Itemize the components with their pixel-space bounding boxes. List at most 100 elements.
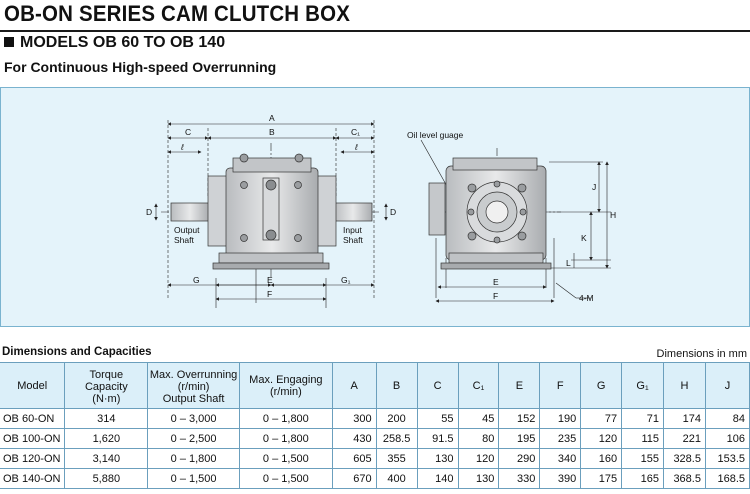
output-shaft-line1: Output xyxy=(174,225,200,235)
side-view-body xyxy=(428,157,552,270)
col-J: J xyxy=(704,362,750,409)
cell-model: OB 100-ON xyxy=(0,428,66,449)
input-shaft-line1: Input xyxy=(343,225,363,235)
cell-E: 330 xyxy=(498,468,541,489)
cell-model: OB 140-ON xyxy=(0,468,66,489)
dim-label-G: G xyxy=(193,275,200,285)
dim-label-G1: G₁ xyxy=(341,275,351,285)
cell-engaging: 0 – 1,500 xyxy=(239,468,333,489)
table-row: OB 120-ON 3,140 0 – 1,800 0 – 1,500 605 … xyxy=(0,448,750,469)
dim-label-D-left: D xyxy=(146,207,152,217)
cell-F: 340 xyxy=(539,448,582,469)
table-row: OB 140-ON 5,880 0 – 1,500 0 – 1,500 670 … xyxy=(0,468,750,489)
dim-label-F-left: F xyxy=(267,289,272,299)
cell-torque: 3,140 xyxy=(64,448,149,469)
diagram-svg: A C B C₁ ℓ ℓ D D Output Shaft Input Shaf… xyxy=(146,113,616,308)
cell-B: 400 xyxy=(375,468,418,489)
cell-model: OB 60-ON xyxy=(0,408,66,429)
cell-A: 430 xyxy=(331,428,377,449)
cell-G: 175 xyxy=(580,468,623,489)
col-C1: C₁ xyxy=(457,362,500,409)
col-G: G xyxy=(580,362,623,409)
cell-engaging: 0 – 1,800 xyxy=(239,408,333,429)
col-A: A xyxy=(331,362,377,409)
cell-G: 77 xyxy=(580,408,623,429)
dim-label-ell-right: ℓ xyxy=(354,142,358,152)
cell-E: 195 xyxy=(498,428,541,449)
dimension-diagram: A C B C₁ ℓ ℓ D D Output Shaft Input Shaf… xyxy=(0,87,750,327)
cell-C: 140 xyxy=(416,468,459,489)
cell-J: 153.5 xyxy=(704,448,750,469)
cell-H: 368.5 xyxy=(663,468,706,489)
dim-label-4M: 4-M xyxy=(579,293,594,303)
table-row: OB 100-ON 1,620 0 – 2,500 0 – 1,800 430 … xyxy=(0,428,750,449)
front-view-body xyxy=(170,153,373,270)
cell-E: 152 xyxy=(498,408,541,429)
cell-torque: 314 xyxy=(64,408,149,429)
cell-G1: 115 xyxy=(621,428,665,449)
cell-J: 106 xyxy=(704,428,750,449)
cell-G1: 155 xyxy=(621,448,665,469)
models-heading: MODELS OB 60 TO OB 140 xyxy=(4,34,225,52)
cell-G: 120 xyxy=(580,428,623,449)
col-G1: G₁ xyxy=(621,362,665,409)
cell-overrun: 0 – 2,500 xyxy=(147,428,240,449)
dim-label-F-right: F xyxy=(493,291,498,301)
cell-overrun: 0 – 1,500 xyxy=(147,468,240,489)
col-model: Model xyxy=(0,362,66,409)
page-title: OB-ON SERIES CAM CLUTCH BOX xyxy=(4,1,351,26)
title-bar: OB-ON SERIES CAM CLUTCH BOX xyxy=(0,0,750,32)
models-label: MODELS OB 60 TO OB 140 xyxy=(20,34,226,51)
cell-G1: 71 xyxy=(621,408,665,429)
dim-label-ell-left: ℓ xyxy=(180,142,184,152)
dim-label-A: A xyxy=(269,113,275,123)
oil-level-label: Oil level guage xyxy=(407,130,464,140)
col-E: E xyxy=(498,362,541,409)
cell-C: 91.5 xyxy=(416,428,459,449)
cell-B: 200 xyxy=(375,408,418,429)
dim-label-D-right: D xyxy=(390,207,396,217)
col-H: H xyxy=(663,362,706,409)
cell-C1: 120 xyxy=(457,448,500,469)
cell-F: 190 xyxy=(539,408,582,429)
dim-label-H: H xyxy=(610,210,616,220)
diagram-labels: A C B C₁ ℓ ℓ D D Output Shaft Input Shaf… xyxy=(146,113,616,303)
cell-B: 258.5 xyxy=(375,428,418,449)
cell-torque: 1,620 xyxy=(64,428,149,449)
cell-F: 390 xyxy=(539,468,582,489)
cell-A: 605 xyxy=(331,448,377,469)
cell-G1: 165 xyxy=(621,468,665,489)
cell-overrun: 0 – 3,000 xyxy=(147,408,240,429)
cell-C: 55 xyxy=(416,408,459,429)
cell-torque: 5,880 xyxy=(64,468,149,489)
cell-E: 290 xyxy=(498,448,541,469)
col-engaging: Max. Engaging(r/min) xyxy=(239,362,333,409)
cell-J: 84 xyxy=(704,408,750,429)
cell-C1: 80 xyxy=(457,428,500,449)
units-note: Dimensions in mm xyxy=(656,348,747,360)
dim-label-E-right: E xyxy=(493,277,499,287)
cell-J: 168.5 xyxy=(704,468,750,489)
input-shaft-line2: Shaft xyxy=(343,235,363,245)
col-B: B xyxy=(375,362,418,409)
cell-H: 328.5 xyxy=(663,448,706,469)
cell-H: 221 xyxy=(663,428,706,449)
cell-model: OB 120-ON xyxy=(0,448,66,469)
cell-engaging: 0 – 1,500 xyxy=(239,448,333,469)
dim-label-B: B xyxy=(269,127,275,137)
cell-engaging: 0 – 1,800 xyxy=(239,428,333,449)
dim-label-C1: C₁ xyxy=(351,127,360,137)
cell-G: 160 xyxy=(580,448,623,469)
cell-B: 355 xyxy=(375,448,418,469)
cell-C: 130 xyxy=(416,448,459,469)
subtitle: For Continuous High-speed Overrunning xyxy=(4,59,277,75)
cell-A: 300 xyxy=(331,408,377,429)
cell-C1: 130 xyxy=(457,468,500,489)
dim-label-E-left: E xyxy=(267,275,273,285)
table-row: OB 60-ON 314 0 – 3,000 0 – 1,800 300 200… xyxy=(0,408,750,429)
cell-H: 174 xyxy=(663,408,706,429)
col-overrun: Max. Overrunning(r/min)Output Shaft xyxy=(147,362,240,409)
cell-C1: 45 xyxy=(457,408,500,429)
cell-overrun: 0 – 1,800 xyxy=(147,448,240,469)
